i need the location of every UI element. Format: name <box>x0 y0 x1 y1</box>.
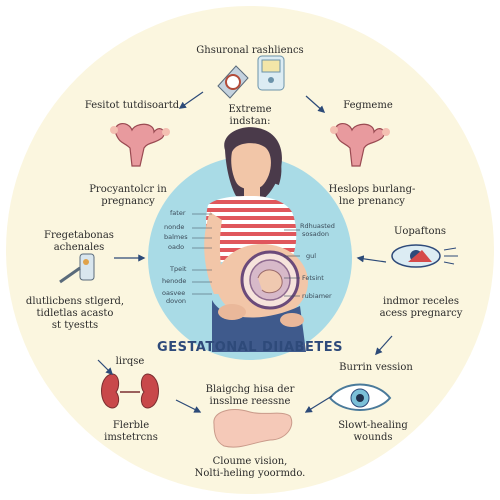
label-upper-right: Fegmeme <box>343 100 393 111</box>
label-center-top-2: indstan: <box>229 116 271 127</box>
label-right-low-1: indmor receles <box>383 296 459 307</box>
label-left-low-1: dlutlicbens stlgerd, <box>25 296 125 307</box>
glucose-meter-icon <box>257 55 285 91</box>
callout-3: balmes <box>164 233 188 241</box>
cycle-arrows <box>97 91 393 413</box>
callout-1: fater <box>170 209 186 217</box>
label-bottom-right-1: Slowt-healing <box>338 420 408 431</box>
callout-lines <box>192 213 300 297</box>
callout-2: nonde <box>164 223 185 231</box>
label-bottom-left-2: imstetrcns <box>104 432 158 443</box>
label-right-mid-1: Heslops burlang- <box>328 184 416 195</box>
label-bottom-left-1: Flerble <box>112 420 150 431</box>
callout-12: Fetsint <box>302 274 324 282</box>
glucose-test-pen-icon <box>59 253 95 284</box>
label-left-mid-2: pregnancy <box>101 196 155 207</box>
label-upper-left: Fesitot tutdisoartd <box>84 100 180 111</box>
fetus-womb-illustration <box>240 250 300 310</box>
callout-13: rubiamer <box>302 292 332 300</box>
label-center-top-1: Extreme <box>228 104 272 115</box>
label-right-low-2: acess pregnarcy <box>379 308 463 319</box>
callout-7: oasvee <box>162 289 186 297</box>
callout-11: gul <box>306 252 317 260</box>
label-bottom-2: Nolti-heling yoormdo. <box>194 468 306 479</box>
uterus-icon-left <box>110 123 170 167</box>
callout-8: dovon <box>166 297 187 305</box>
label-right-mid-2: lne prenancy <box>339 196 405 207</box>
label-bottom-center-1: Blaigchg hisa der <box>205 384 295 395</box>
label-bottom-1: Cloume vision, <box>212 456 288 467</box>
callout-4: oado <box>168 243 185 251</box>
label-left-1: Fregetabonas <box>44 230 114 241</box>
label-right-1: Uopaftons <box>393 226 447 237</box>
label-bottom-left-top: lirqse <box>115 356 145 367</box>
label-bottom-right-top: Burrin vession <box>339 362 413 373</box>
eye-icon <box>328 383 392 411</box>
pancreas-icon <box>213 409 293 448</box>
vision-warning-icon <box>391 244 458 268</box>
kidneys-icon <box>101 373 159 409</box>
uterus-icon-right <box>330 123 390 167</box>
label-bottom-center-2: insslme reessne <box>209 396 291 407</box>
callout-10: sosadon <box>302 230 329 238</box>
scale-icon <box>217 65 249 99</box>
label-left-low-2: tidletlas acasto <box>36 308 114 319</box>
label-left-low-3: st tyestts <box>51 320 99 331</box>
callout-6: henode <box>162 277 187 285</box>
callout-9: Rdhuasted <box>300 222 335 230</box>
label-left-mid-1: Procyantolcr in <box>89 184 167 195</box>
label-top: Ghsuronal rashliencs <box>196 45 304 56</box>
callout-5: Tpeit <box>170 265 187 273</box>
label-left-2: achenales <box>53 242 105 253</box>
diagram-title: GESTATONAL DIIABETES <box>157 340 343 355</box>
label-bottom-right-2: wounds <box>353 432 393 443</box>
